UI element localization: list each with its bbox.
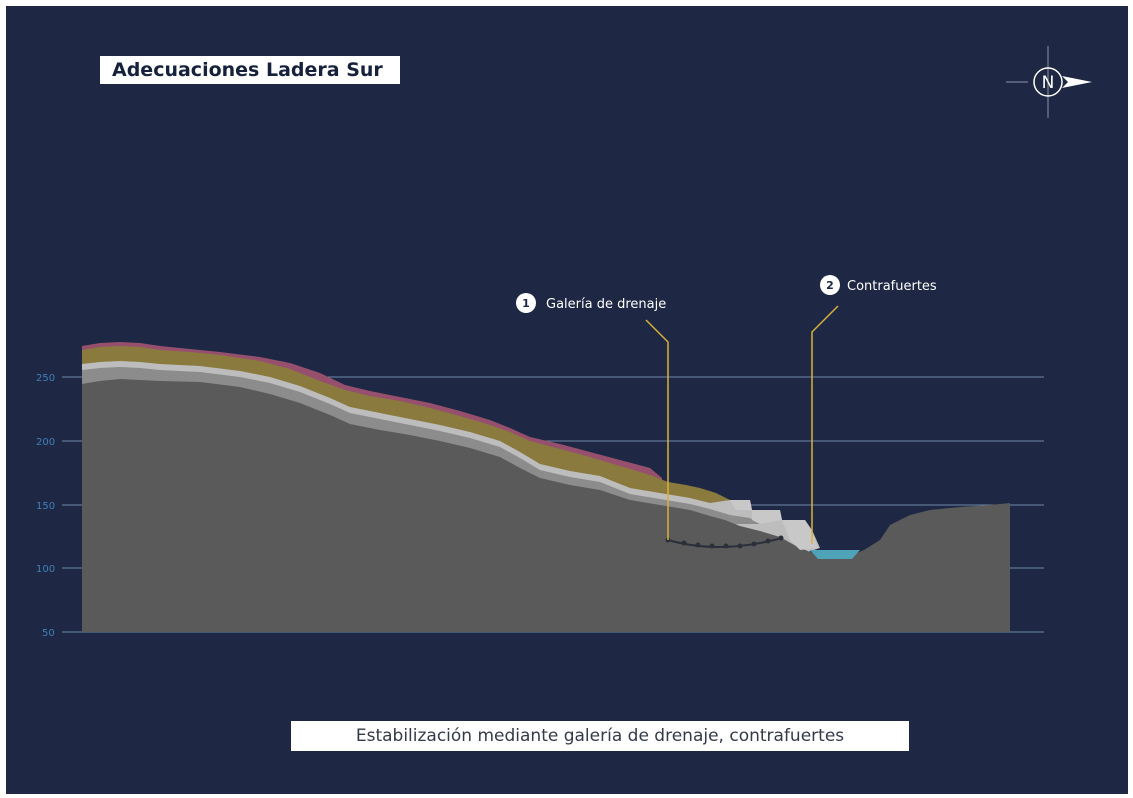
buttress-lower — [782, 520, 818, 550]
tick-label-150: 150 — [36, 501, 55, 512]
tick-label-200: 200 — [36, 437, 55, 448]
callout-number-2: 2 — [826, 279, 834, 292]
drain-point — [737, 543, 743, 549]
north-arrow-icon: N — [1006, 46, 1092, 118]
drain-point — [778, 535, 784, 541]
tick-label-250: 250 — [36, 373, 55, 384]
tick-label-100: 100 — [36, 564, 55, 575]
north-letter: N — [1042, 73, 1055, 93]
callout-number-1: 1 — [522, 297, 530, 310]
drain-point — [709, 543, 715, 549]
tick-label-50: 50 — [42, 628, 55, 639]
drain-point — [751, 541, 757, 547]
buttresses — [730, 500, 818, 550]
callout-badge-2 — [820, 275, 840, 295]
callout-buttresses: 2 Contrafuertes — [811, 275, 937, 544]
bedrock-layer — [82, 379, 1010, 632]
elevation-tick-labels: 250 200 150 100 50 — [36, 373, 55, 639]
compass-circle — [1033, 67, 1063, 97]
callout-label-2: Contrafuertes — [847, 279, 937, 294]
callout-badge-1 — [516, 293, 536, 313]
callout-drainage-gallery: 1 Galería de drenaje — [516, 293, 669, 540]
compass-arrowhead — [1062, 76, 1092, 88]
buttress-middle — [752, 510, 782, 524]
buttress-upper — [730, 500, 752, 510]
diagram-panel: 250 200 150 100 50 — [6, 6, 1128, 794]
diagram-caption: Estabilización mediante galería de drena… — [291, 721, 909, 751]
drain-point — [723, 543, 729, 549]
leader-line-2 — [811, 305, 839, 544]
slope-cross-section: 250 200 150 100 50 — [36, 46, 1092, 639]
drain-point — [695, 542, 701, 548]
leader-line-1 — [645, 319, 669, 540]
drain-point — [681, 540, 687, 546]
water-channel — [810, 550, 860, 559]
drain-point — [765, 538, 771, 544]
page-title: Adecuaciones Ladera Sur — [100, 56, 400, 84]
callout-label-1: Galería de drenaje — [546, 297, 666, 312]
